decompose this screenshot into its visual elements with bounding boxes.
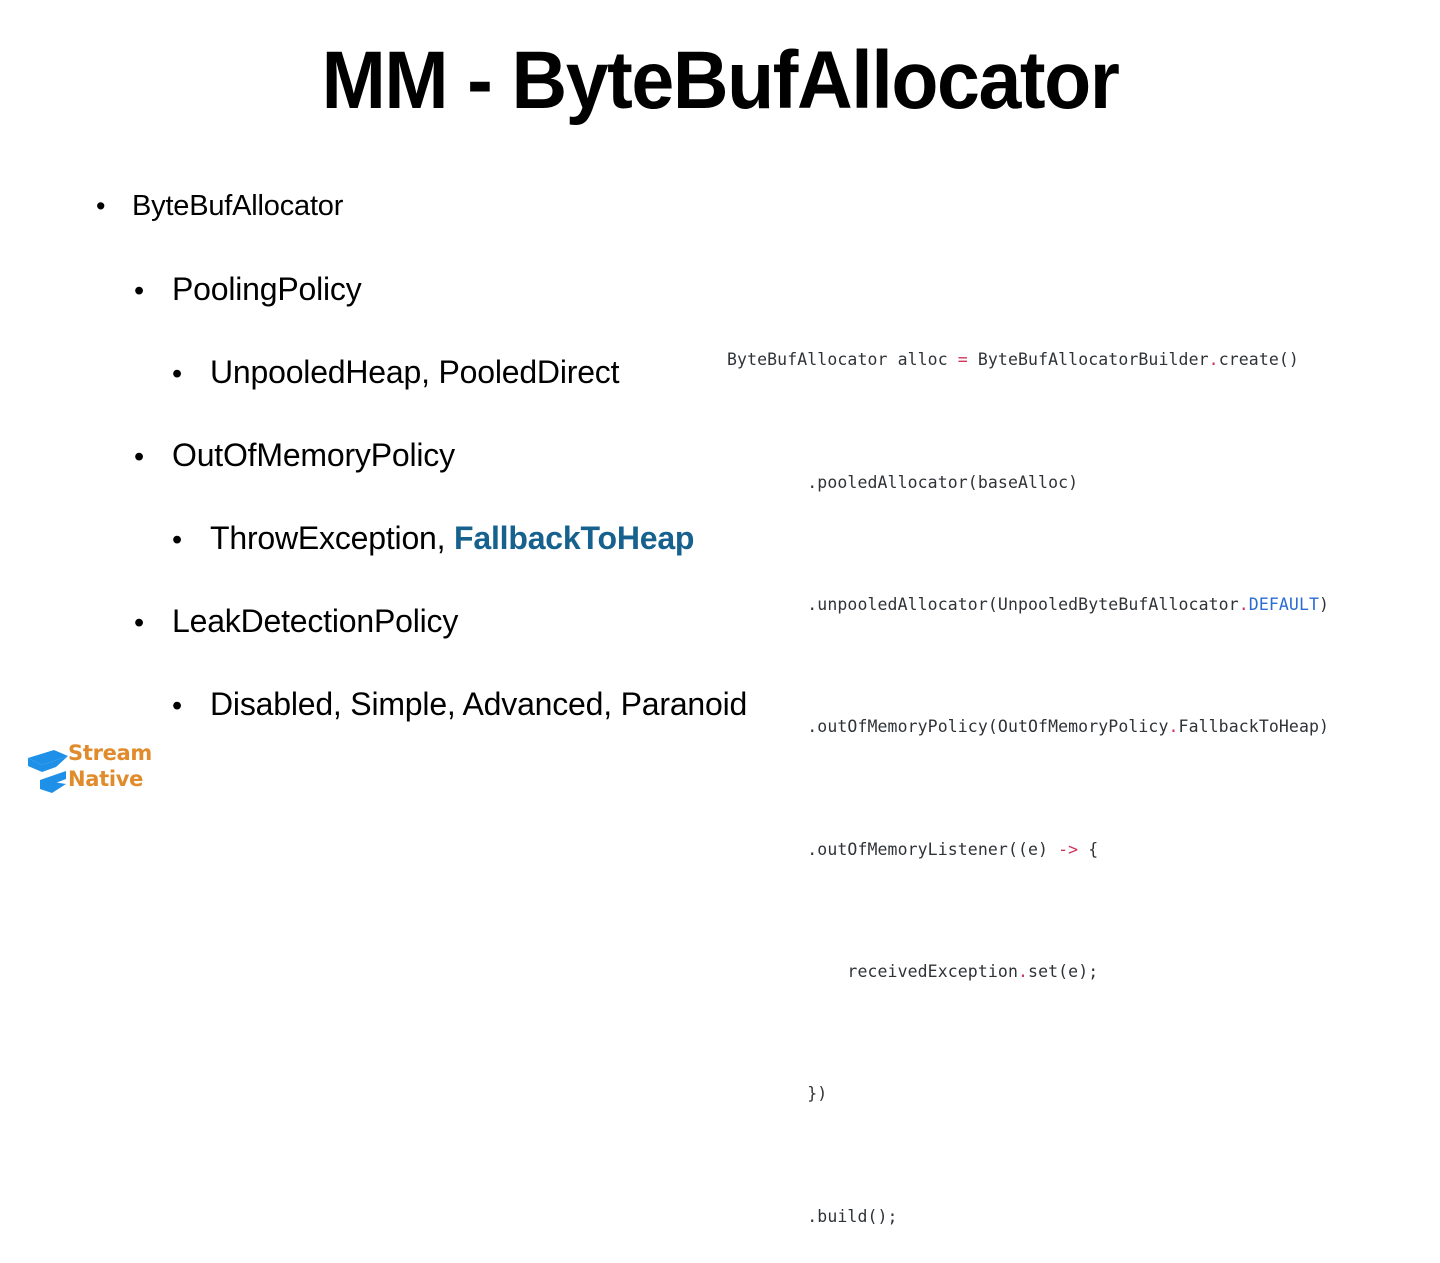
streamnative-mark-icon [28,750,68,793]
bullet-dot-icon: • [134,275,145,307]
code-line-8: .build(); [727,1202,1329,1233]
code-token: ByteBufAllocator alloc [727,350,958,370]
code-token: .build(); [727,1206,898,1226]
code-token-dot: . [1208,350,1219,370]
code-token-lambda-arrow: -> [1058,839,1079,859]
code-token: set(e); [1028,962,1099,982]
code-token: FallbackToHeap) [1178,717,1330,737]
list-item: • ByteBufAllocator [96,190,856,223]
code-token: create() [1218,350,1299,370]
list-item: • OutOfMemoryPolicy [134,437,856,474]
bullet-dot-icon: • [134,441,145,473]
list-item-label: OutOfMemoryPolicy [172,437,455,473]
bullet-dot-icon: • [134,607,145,639]
bullet-dot-icon: • [96,191,106,221]
list-item-label: ByteBufAllocator [132,190,344,222]
list-item-label: LeakDetectionPolicy [172,603,459,639]
bullet-dot-icon: • [172,358,183,390]
code-token: .outOfMemoryPolicy(OutOfMemoryPolicy [727,717,1169,737]
code-token: receivedException [727,962,1018,982]
code-token-operator: = [957,350,968,370]
code-line-5: .outOfMemoryListener((e) -> { [727,835,1329,866]
code-token: { [1078,839,1099,859]
code-snippet: ByteBufAllocator alloc = ByteBufAllocato… [727,284,1329,1263]
code-line-6: receivedException.set(e); [727,957,1329,988]
code-line-4: .outOfMemoryPolicy(OutOfMemoryPolicy.Fal… [727,712,1329,743]
page-title: MM - ByteBufAllocator [321,35,1120,126]
code-token-dot: . [1017,962,1029,982]
streamnative-logo: Stream Native [26,740,161,798]
bullet-outline: • ByteBufAllocator • PoolingPolicy • Unp… [96,190,856,769]
list-item: • LeakDetectionPolicy [134,603,856,640]
code-token: .outOfMemoryListener((e) [727,839,1059,859]
logo-line-stream: Stream [68,741,153,765]
list-item-label-prefix: ThrowException, [210,520,455,556]
streamnative-wordmark: Stream Native [68,740,152,792]
code-token: ) [1319,594,1330,614]
list-item-label-accent: FallbackToHeap [454,520,695,556]
list-item-label: ThrowException, FallbackToHeap [210,520,694,557]
list-item-label: PoolingPolicy [172,271,362,307]
code-line-3: .unpooledAllocator(UnpooledByteBufAlloca… [727,590,1329,621]
list-item-label: Disabled, Simple, Advanced, Paranoid [210,686,748,722]
code-token: .unpooledAllocator(UnpooledByteBufAlloca… [727,594,1239,614]
code-line-7: }) [727,1079,1329,1110]
code-token-dot: . [1238,594,1249,614]
list-item: • Disabled, Simple, Advanced, Paranoid [172,686,856,723]
code-token-dot: . [1168,717,1179,737]
code-line-2: .pooledAllocator(baseAlloc) [727,468,1329,499]
code-token-keyword: DEFAULT [1248,594,1320,614]
code-token: .pooledAllocator(baseAlloc) [727,472,1079,492]
list-item: • PoolingPolicy [134,271,856,308]
code-token: ByteBufAllocatorBuilder [967,350,1209,370]
list-item-label: UnpooledHeap, PooledDirect [210,354,620,390]
bullet-dot-icon: • [172,524,183,556]
list-item: • UnpooledHeap, PooledDirect [172,354,856,391]
list-item: • ThrowException, FallbackToHeap [172,520,856,557]
code-line-1: ByteBufAllocator alloc = ByteBufAllocato… [727,345,1329,376]
logo-line-native: Native [68,767,144,791]
code-token: }) [727,1084,828,1104]
bullet-dot-icon: • [172,690,183,722]
